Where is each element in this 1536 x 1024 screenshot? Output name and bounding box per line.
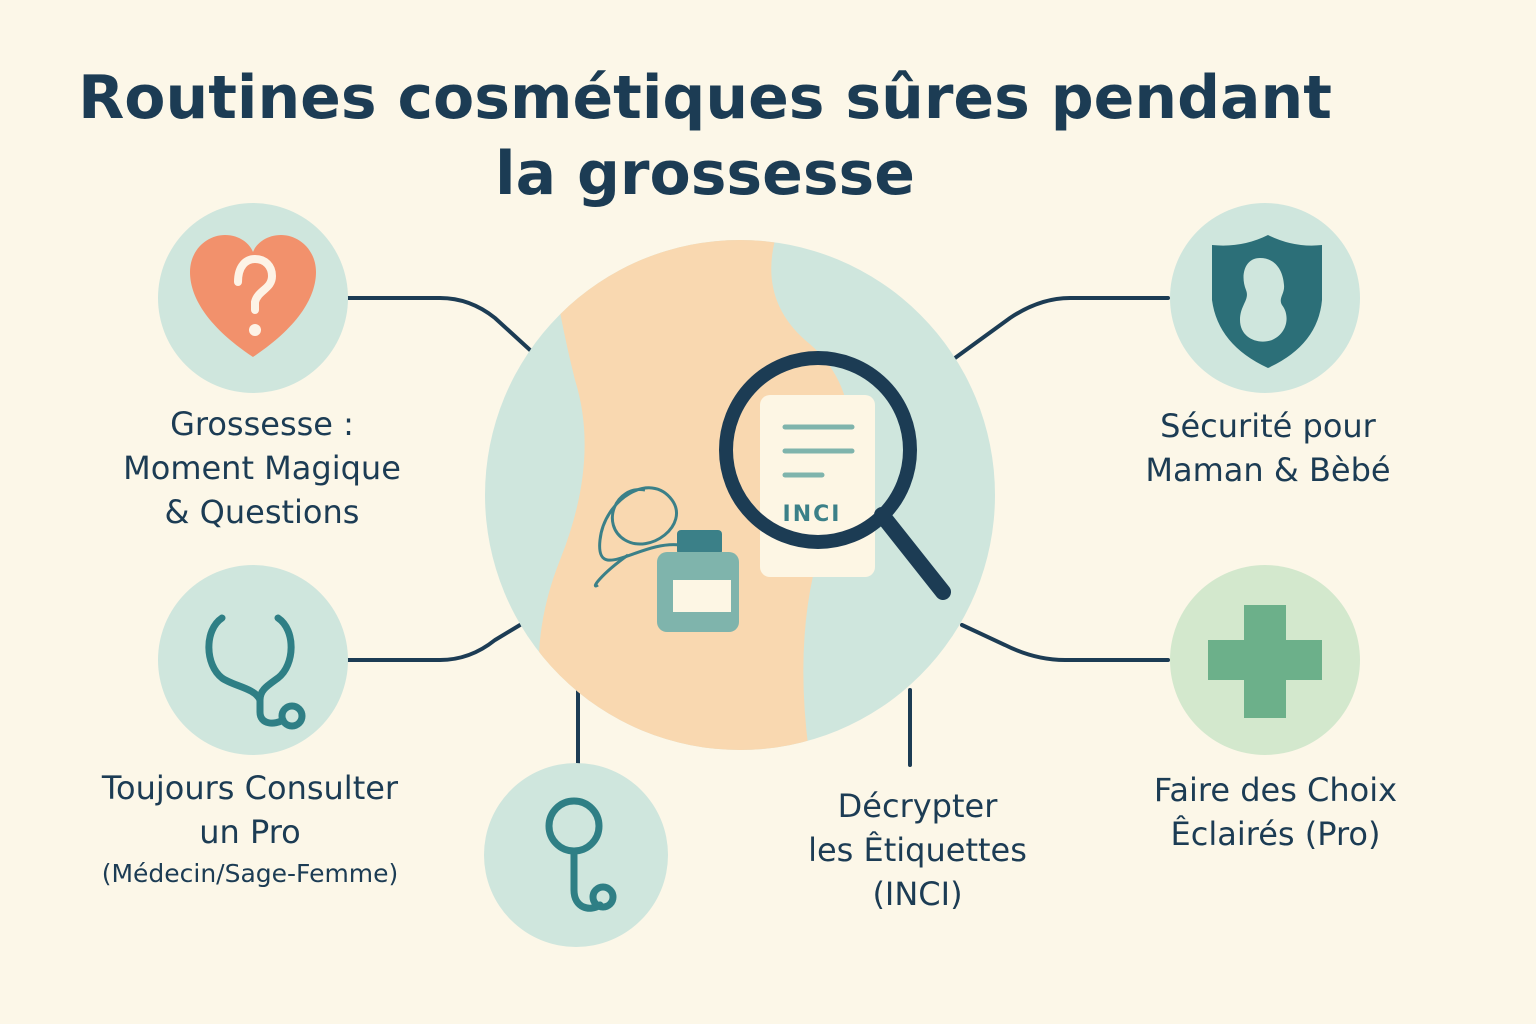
node-choix bbox=[1170, 565, 1360, 755]
label-securite: Sécurité pour Maman & Bèbé bbox=[1108, 404, 1428, 492]
label-securite-line-1: Sécurité pour bbox=[1160, 407, 1376, 445]
connector-grossesse bbox=[346, 296, 532, 352]
connector-consulter bbox=[346, 623, 522, 662]
label-grossesse-line-3: & Questions bbox=[164, 493, 360, 531]
central-illustration: INCI bbox=[485, 240, 995, 750]
connector-lines bbox=[346, 296, 1170, 767]
node-stethoscope-bottom bbox=[484, 763, 668, 947]
medical-cross-icon bbox=[1208, 605, 1322, 718]
document-inci-text: INCI bbox=[783, 502, 842, 527]
connector-choix bbox=[960, 623, 1170, 662]
label-etiquettes-line-2: les Êtiquettes bbox=[808, 831, 1027, 869]
label-etiquettes-line-1: Décrypter bbox=[837, 787, 998, 825]
node-securite bbox=[1170, 203, 1360, 393]
stethoscope-icon bbox=[545, 797, 617, 912]
label-choix: Faire des Choix Êclairés (Pro) bbox=[1108, 768, 1443, 856]
label-etiquettes-line-3: (INCI) bbox=[872, 875, 963, 913]
label-consulter: Toujours Consulter un Pro (Médecin/Sage-… bbox=[55, 766, 445, 894]
label-choix-line-1: Faire des Choix bbox=[1153, 771, 1398, 809]
stethoscope-icon bbox=[205, 614, 306, 730]
label-choix-line-2: Êclairés (Pro) bbox=[1170, 815, 1381, 853]
label-securite-line-2: Maman & Bèbé bbox=[1145, 451, 1391, 489]
connector-securite bbox=[953, 296, 1170, 360]
page-title: Routines cosmétiques sûres pendant la gr… bbox=[0, 60, 1410, 212]
heart-question-icon bbox=[190, 235, 316, 357]
node-grossesse bbox=[158, 203, 348, 393]
document-icon: INCI bbox=[760, 395, 875, 577]
label-consulter-note: (Médecin/Sage-Femme) bbox=[101, 859, 399, 888]
bottle-icon bbox=[593, 486, 739, 632]
label-etiquettes: Décrypter les Êtiquettes (INCI) bbox=[760, 784, 1075, 916]
label-consulter-line-2: un Pro bbox=[199, 813, 301, 851]
label-consulter-line-1: Toujours Consulter bbox=[101, 769, 399, 807]
title-line-1: Routines cosmétiques sûres pendant bbox=[78, 63, 1332, 133]
magnifier-icon bbox=[719, 351, 951, 600]
label-grossesse-line-1: Grossesse : bbox=[170, 405, 354, 443]
label-grossesse-line-2: Moment Magique bbox=[123, 449, 401, 487]
title-line-2: la grossesse bbox=[495, 139, 915, 209]
label-grossesse: Grossesse : Moment Magique & Questions bbox=[82, 402, 442, 534]
node-consulter bbox=[158, 565, 348, 755]
